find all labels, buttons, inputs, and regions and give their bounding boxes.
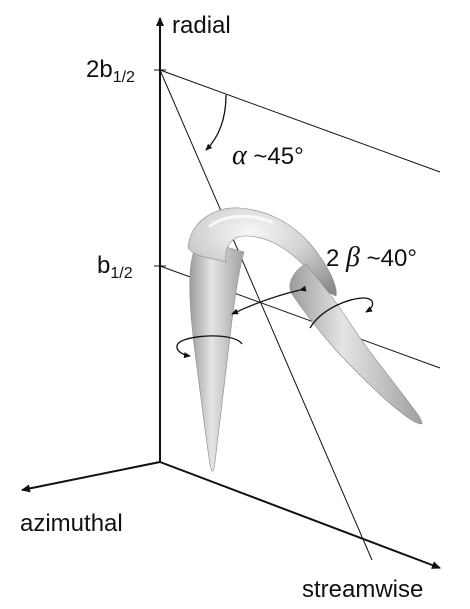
streamwise-axis-label: streamwise — [302, 578, 423, 602]
azimuthal-axis — [21, 461, 161, 493]
tick-b-prefix: b — [97, 252, 111, 279]
left-leg-rotation-arrow — [176, 335, 243, 359]
alpha-value: ~45° — [246, 143, 304, 170]
azimuthal-axis-label: azimuthal — [20, 512, 123, 536]
streamwise-label-text: streamwise — [302, 576, 424, 603]
beta-angle-arc — [231, 285, 307, 315]
alpha-angle-label: α ~45° — [232, 142, 304, 170]
inclined-vortex-line — [159, 69, 373, 561]
tick-label-b-half: b1/2 — [97, 254, 133, 282]
radial-label-text: radial — [172, 12, 231, 39]
radial-axis-label: radial — [172, 14, 231, 38]
alpha-symbol: α — [232, 140, 247, 171]
tick-label-2b-half: 2b1/2 — [86, 58, 135, 86]
alpha-angle-arc — [205, 94, 227, 151]
hairpin-vortex — [187, 207, 423, 472]
beta-value: ~40° — [359, 245, 417, 272]
beta-angle-label: 2 β ~40° — [326, 244, 417, 272]
tick-2b-prefix: 2b — [86, 56, 113, 83]
beta-prefix: 2 — [326, 245, 340, 272]
right-leg-rotation-arrow — [309, 297, 374, 329]
beta-symbol: β — [346, 242, 360, 273]
upper-plane-line — [159, 69, 441, 173]
tick-b-subscript: 1/2 — [110, 265, 133, 282]
azimuthal-label-text: azimuthal — [20, 510, 123, 537]
streamwise-axis — [159, 461, 441, 569]
tick-2b-subscript: 1/2 — [112, 69, 135, 86]
